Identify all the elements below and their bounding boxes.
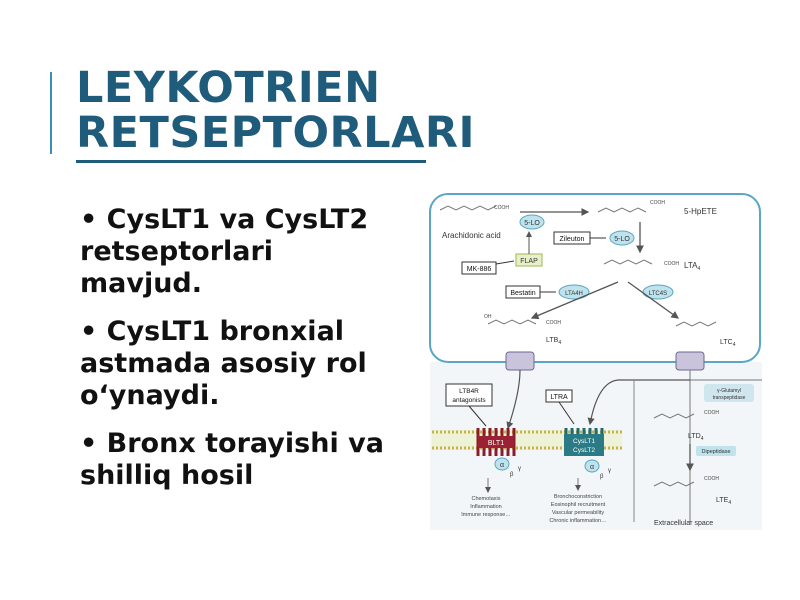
slide-title: LEYKOTRIEN RETSEPTORLARI — [76, 66, 475, 156]
ltd4-structure — [653, 413, 695, 419]
cyslt-receptors — [564, 428, 604, 456]
cyslt-alpha-subunit — [584, 459, 600, 473]
ltc4-to-cyslt-arrow — [587, 379, 690, 426]
accent-bar — [50, 72, 52, 154]
blt1-alpha-label: α — [500, 462, 504, 469]
ltb4-cooh: COOH — [546, 320, 561, 326]
arachidonic-acid-structure — [439, 205, 497, 211]
lta4-label: LTA4 — [684, 261, 700, 272]
ltra-inhibit-line — [558, 401, 575, 425]
mk886-inhibit-line — [495, 260, 515, 265]
bullet-item-1: • CysLT1 va CysLT2 retseptorlari mavjud. — [80, 204, 369, 299]
ltd4-label: LTD4 — [688, 433, 704, 442]
ltb4r-antagonists-line2: antagonists — [452, 397, 486, 404]
cys-effect-4: Chronic inflammation… — [549, 518, 606, 524]
dipeptidase-box — [696, 446, 736, 456]
lta4h-label: LTA4H — [565, 291, 583, 297]
cyslt-beta-label: β — [600, 474, 604, 480]
bullet-item-2: • CysLT1 bronxial astmada asosiy rol o‘y… — [80, 316, 367, 411]
blt1-beta-label: β — [510, 472, 514, 478]
cyslt-gamma-label: γ — [608, 468, 611, 474]
ltb4-transporter — [505, 351, 535, 371]
ltd4-cooh: COOH — [704, 410, 719, 416]
blt1-alpha-subunit — [494, 457, 510, 471]
ltra-label: LTRA — [550, 394, 568, 401]
cell-box — [429, 193, 761, 363]
five-lo-label-1: 5-LO — [524, 220, 540, 227]
blt1-receptor — [476, 428, 516, 456]
title-line-1: LEYKOTRIEN — [76, 63, 381, 113]
hpete-label: 5-HpETE — [684, 207, 717, 216]
lte4-label: LTE4 — [716, 497, 731, 506]
mk886-box — [461, 261, 497, 275]
lte4-structure — [653, 481, 695, 487]
arachidonic-acid-label: Arachidonic acid — [442, 231, 501, 240]
arachidonic-cooh: COOH — [494, 205, 509, 211]
cys-effect-1: Bronchoconstriction — [554, 494, 602, 500]
lta4-cooh: COOH — [664, 261, 679, 267]
blt1-label: BLT1 — [488, 440, 504, 447]
cys-effect-3: Vascular permeability — [552, 510, 604, 516]
flap-label: FLAP — [520, 258, 538, 265]
cyslt-alpha-label: α — [590, 464, 594, 471]
cyslt1-label: CysLT1 — [573, 438, 595, 445]
cys-effect-2: Eosinophil recruitment — [551, 502, 606, 508]
ltb4-oh: OH — [484, 314, 492, 320]
dipeptidase-label: Dipeptidase — [701, 449, 730, 455]
peptidase-line2: transpeptidase — [713, 395, 746, 401]
title-line-2: RETSEPTORLARI — [76, 108, 475, 158]
ltc4-structure — [675, 321, 717, 327]
ltb4-structure — [487, 319, 537, 325]
ltc4-transporter — [675, 351, 705, 371]
blt1-gamma-label: γ — [518, 466, 521, 472]
blt-effect-2: Inflammation — [470, 504, 502, 510]
mk886-label: MK-886 — [467, 266, 492, 273]
leukotriene-pathway-diagram: COOH Arachidonic acid COOH 5-HpETE 5-LO … — [429, 193, 762, 530]
lta4h-enzyme — [558, 284, 590, 300]
hpete-cooh: COOH — [650, 200, 665, 206]
blt-effect-1: Chemotaxis — [471, 496, 500, 502]
ltb4r-inhibit-line — [468, 405, 487, 427]
ltc4-label: LTC4 — [720, 339, 736, 348]
ltc4s-label: LTC4S — [649, 291, 667, 297]
hpete-structure — [597, 207, 647, 213]
lte4-cooh: COOH — [704, 476, 719, 482]
extracellular-space-label: Extracellular space — [654, 520, 713, 527]
peptidase-line1: γ-Glutamyl — [717, 388, 741, 394]
title-underline — [76, 160, 426, 163]
five-lo-enzyme-1 — [519, 214, 545, 230]
blt-effect-3: Immune response… — [461, 512, 511, 518]
arrow-to-ltb4 — [530, 281, 619, 320]
peptidase-box — [704, 384, 754, 402]
arrow-to-ltc4 — [627, 281, 680, 319]
five-lo-enzyme-2 — [609, 230, 635, 246]
cyslt2-label: CysLT2 — [573, 447, 595, 454]
ltb4-label: LTB4 — [546, 337, 561, 346]
lta4-structure — [603, 259, 653, 265]
bestatin-label: Bestatin — [510, 290, 535, 297]
ltb4r-antagonists-line1: LTB4R — [459, 388, 479, 395]
bullet-item-3: • Bronx torayishi va shilliq hosil — [80, 428, 384, 491]
bullet-list: • CysLT1 va CysLT2 retseptorlari mavjud.… — [80, 204, 400, 508]
five-lo-label-2: 5-LO — [614, 236, 630, 243]
ltb4-to-blt1-arrow — [506, 369, 521, 430]
zileuton-label: Zileuton — [560, 236, 585, 243]
